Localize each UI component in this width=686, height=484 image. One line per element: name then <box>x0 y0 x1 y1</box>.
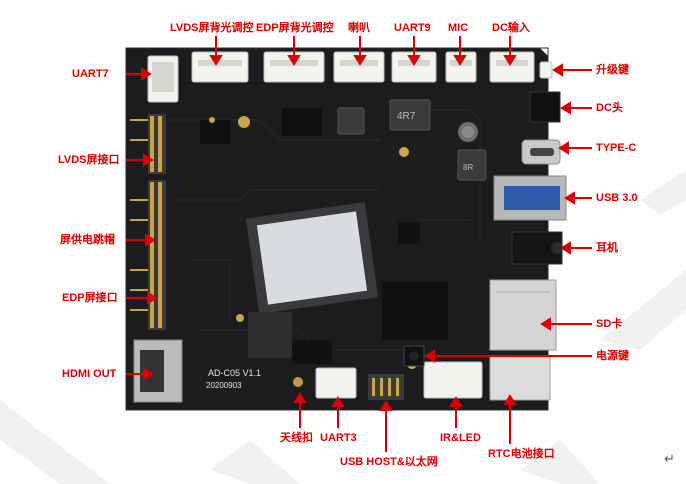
label-screen-power-jumper: 屏供电跳帽 <box>60 234 115 246</box>
inductor-marking: 4R7 <box>397 111 416 122</box>
label-edp-interface: EDP屏接口 <box>62 292 118 304</box>
rtc-connector <box>489 355 551 401</box>
label-lvds-interface: LVDS屏接口 <box>58 154 120 166</box>
label-antenna: 天线扣 <box>280 432 313 444</box>
label-dc-input: DC输入 <box>492 22 530 34</box>
conn-ir-led <box>423 361 483 399</box>
board-date-silk: 20200903 <box>206 381 242 390</box>
wifi-module <box>248 312 292 358</box>
label-upgrade-key: 升级键 <box>596 64 629 76</box>
conn-uart3 <box>315 367 357 399</box>
label-usb-host-ethernet: USB HOST&以太网 <box>340 456 438 468</box>
label-dc-jack: DC头 <box>596 102 623 114</box>
antenna-connector <box>293 377 303 387</box>
label-headphone: 耳机 <box>596 242 618 254</box>
soc-chip <box>256 211 368 305</box>
dc-jack <box>529 91 561 123</box>
label-speaker: 喇叭 <box>348 22 370 34</box>
label-uart7: UART7 <box>72 68 109 80</box>
label-uart9: UART9 <box>394 22 431 34</box>
board-model-silk: AD-C05 V1.1 <box>208 368 261 378</box>
inductor-marking-2: 8R <box>463 163 473 172</box>
conn-upgrade-key <box>539 61 553 79</box>
label-mic: MIC <box>448 22 469 34</box>
conn-dc-input <box>489 51 535 83</box>
text-cursor-icon: ↵ <box>664 452 675 467</box>
label-edp-backlight: EDP屏背光调控 <box>256 22 334 34</box>
label-sd-card: SD卡 <box>596 318 623 330</box>
label-type-c: TYPE-C <box>596 142 637 154</box>
sd-card-slot <box>489 279 557 351</box>
label-ir-led: IR&LED <box>440 432 481 444</box>
ram-chip <box>282 108 322 136</box>
callout-arrows <box>126 36 592 452</box>
label-rtc-battery: RTC电池接口 <box>488 448 555 460</box>
emmc-chip <box>382 282 448 340</box>
label-hdmi-out: HDMI OUT <box>62 368 117 380</box>
conn-lvds-backlight <box>191 51 249 83</box>
label-uart3: UART3 <box>320 432 357 444</box>
label-lvds-backlight: LVDS屏背光调控 <box>170 22 254 34</box>
label-power-key: 电源键 <box>596 350 629 362</box>
label-usb3: USB 3.0 <box>596 192 638 204</box>
